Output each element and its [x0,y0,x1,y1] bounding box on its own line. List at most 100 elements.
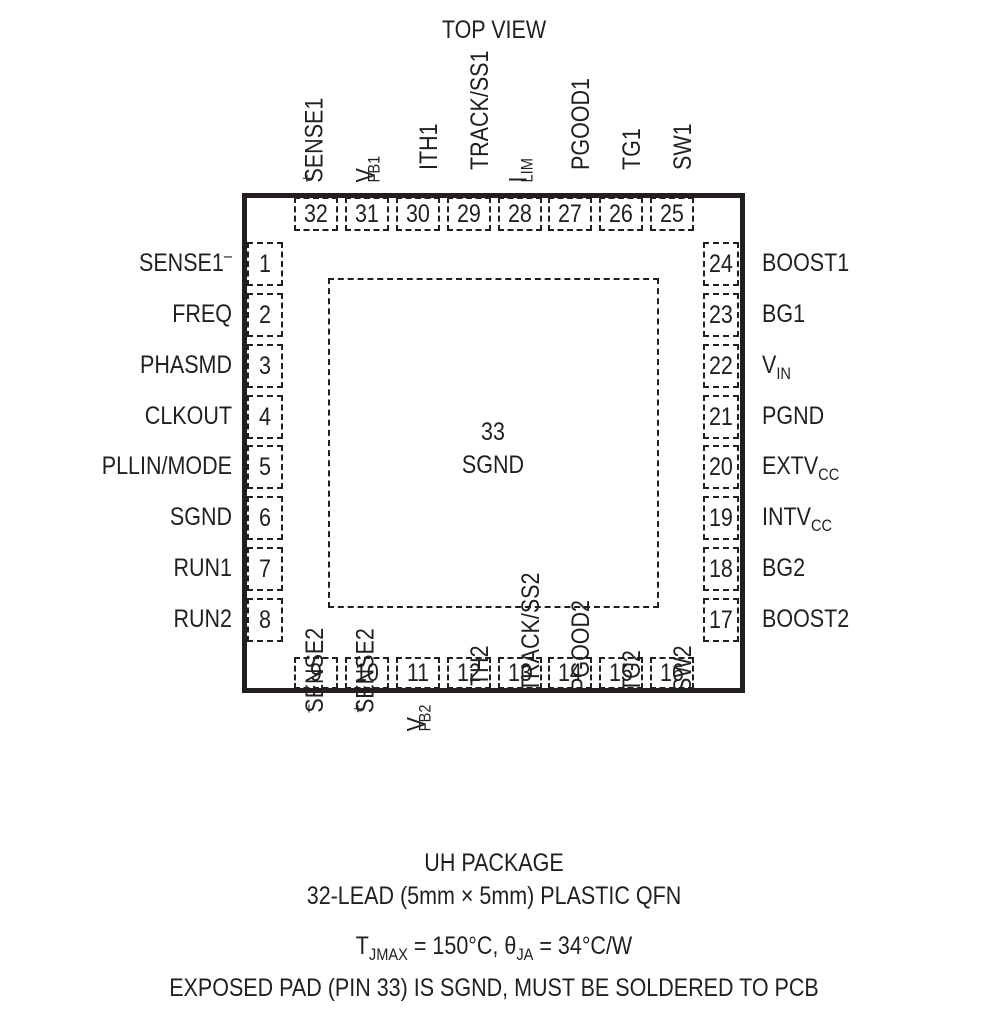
pin-number: 16 [660,658,684,687]
pin-label-superscript: – [223,246,232,265]
pin-16: 16 [650,657,694,689]
pin-4-label: CLKOUT [32,404,232,429]
pin-label-text: SENSE1 [300,97,329,183]
pin-32: 32 [294,197,338,231]
pin-15: 15 [599,657,643,689]
pin-17: 17 [703,598,739,642]
pin-label-text: V [402,716,431,732]
package-description: 32-LEAD (5mm × 5mm) PLASTIC QFN [306,882,682,910]
pin-6: 6 [247,496,283,540]
theta-subscript: JA [516,945,534,964]
pin-24-label: BOOST1 [762,251,960,276]
pin-number: 8 [259,605,271,634]
pin-label-subscript: CC [810,516,833,535]
pin-30: 30 [396,197,440,231]
pin-label-text: BG1 [762,300,806,328]
pin-29: 29 [447,197,491,231]
pin-label-text: SENSE1 [138,249,224,277]
package-name: UH PACKAGE [424,849,564,877]
pin-25: 25 [650,197,694,231]
pin-23: 23 [703,293,739,337]
pin-11: 11 [396,657,440,689]
pin-label-text: V [351,168,380,183]
pin-number: 2 [259,300,271,329]
pin-number: 7 [259,554,271,583]
pin-number: 1 [259,249,271,278]
pin-19: 19 [703,496,739,540]
pin-label-text: ITH2 [466,645,494,692]
pin-number: 19 [709,503,733,532]
exposed-pad [328,278,659,608]
pin-4: 4 [247,395,283,439]
exposed-pad-number: 33 [481,418,505,446]
pin-label-text: FREQ [172,300,232,328]
pin-8-label: RUN2 [32,607,232,632]
pin-number: 25 [660,199,684,228]
pin-22-label: VIN [762,351,960,383]
pin-number: 32 [304,199,328,228]
pin-number: 11 [406,658,430,687]
pin-number: 10 [355,658,379,687]
pin-label-text: BG2 [762,554,806,582]
pin-number: 4 [259,402,271,431]
pin-5-label: PLLIN/MODE [32,454,232,479]
pin-label-subscript: IN [776,364,791,383]
pin-number: 17 [709,605,733,634]
pin-label-text: RUN1 [173,554,232,582]
pin-1: 1 [247,242,283,286]
pin-label-text: PGND [762,402,825,430]
pin-9: 9 [294,657,338,689]
pin-12: 12 [447,657,491,689]
pin-22: 22 [703,344,739,388]
pin-3: 3 [247,344,283,388]
pin-number: 14 [558,658,582,687]
pin-number: 31 [355,199,379,228]
tj-subscript: JMAX [368,945,408,964]
exposed-pad-name: SGND [461,451,525,479]
pin-7-label: RUN1 [32,556,232,581]
tj-symbol: T [355,932,369,960]
pin-label-text: SENSE2 [300,627,329,713]
pin-label-text: PGOOD2 [567,599,595,692]
pin-28: 28 [498,197,542,231]
pin-number: 5 [259,452,271,481]
pin-label-text: PLLIN/MODE [101,452,232,480]
pin-label-text: SGND [169,503,232,531]
pin-24: 24 [703,242,739,286]
tj-value: = 150°C, θ [407,932,517,960]
pin-number: 30 [406,199,430,228]
pin-20-label: EXTVCC [762,452,960,484]
pin-label-text: TG1 [618,128,646,170]
pin-26: 26 [599,197,643,231]
pin-label-text: ITH1 [415,123,443,170]
pin-label-text: CLKOUT [144,402,232,430]
pin-label-text: EXTV [762,452,819,480]
pin-3-label: PHASMD [32,353,232,378]
pin-21-label: PGND [762,404,960,429]
pin-label-text: SENSE2 [351,628,380,714]
exposed-pad-note: EXPOSED PAD (PIN 33) IS SGND, MUST BE SO… [169,974,819,1002]
pin-number: 21 [709,402,733,431]
pin-21: 21 [703,395,739,439]
pin-label-subscript: CC [818,465,840,484]
pin-18-label: BG2 [762,556,960,581]
pin-number: 24 [709,249,733,278]
pin-label-text: PHASMD [140,351,232,379]
pin-8: 8 [247,598,283,642]
package-outline [242,193,745,693]
pin-label-text: BOOST1 [762,249,850,277]
pin-number: 6 [259,503,271,532]
pin-number: 27 [558,199,582,228]
pin-14: 14 [548,657,592,689]
pin-label-text: TRACK/SS1 [466,50,494,170]
pin-17-label: BOOST2 [762,607,960,632]
pin-label-text: TG2 [618,650,646,692]
pin-27: 27 [548,197,592,231]
pin-number: 13 [508,658,532,687]
pin-label-text: INTV [762,503,811,531]
pin-label-text: TRACK/SS2 [517,572,545,692]
pin-number: 26 [609,199,633,228]
pin-2: 2 [247,293,283,337]
pin-number: 20 [709,452,733,481]
pin-label-text: V [762,351,777,379]
